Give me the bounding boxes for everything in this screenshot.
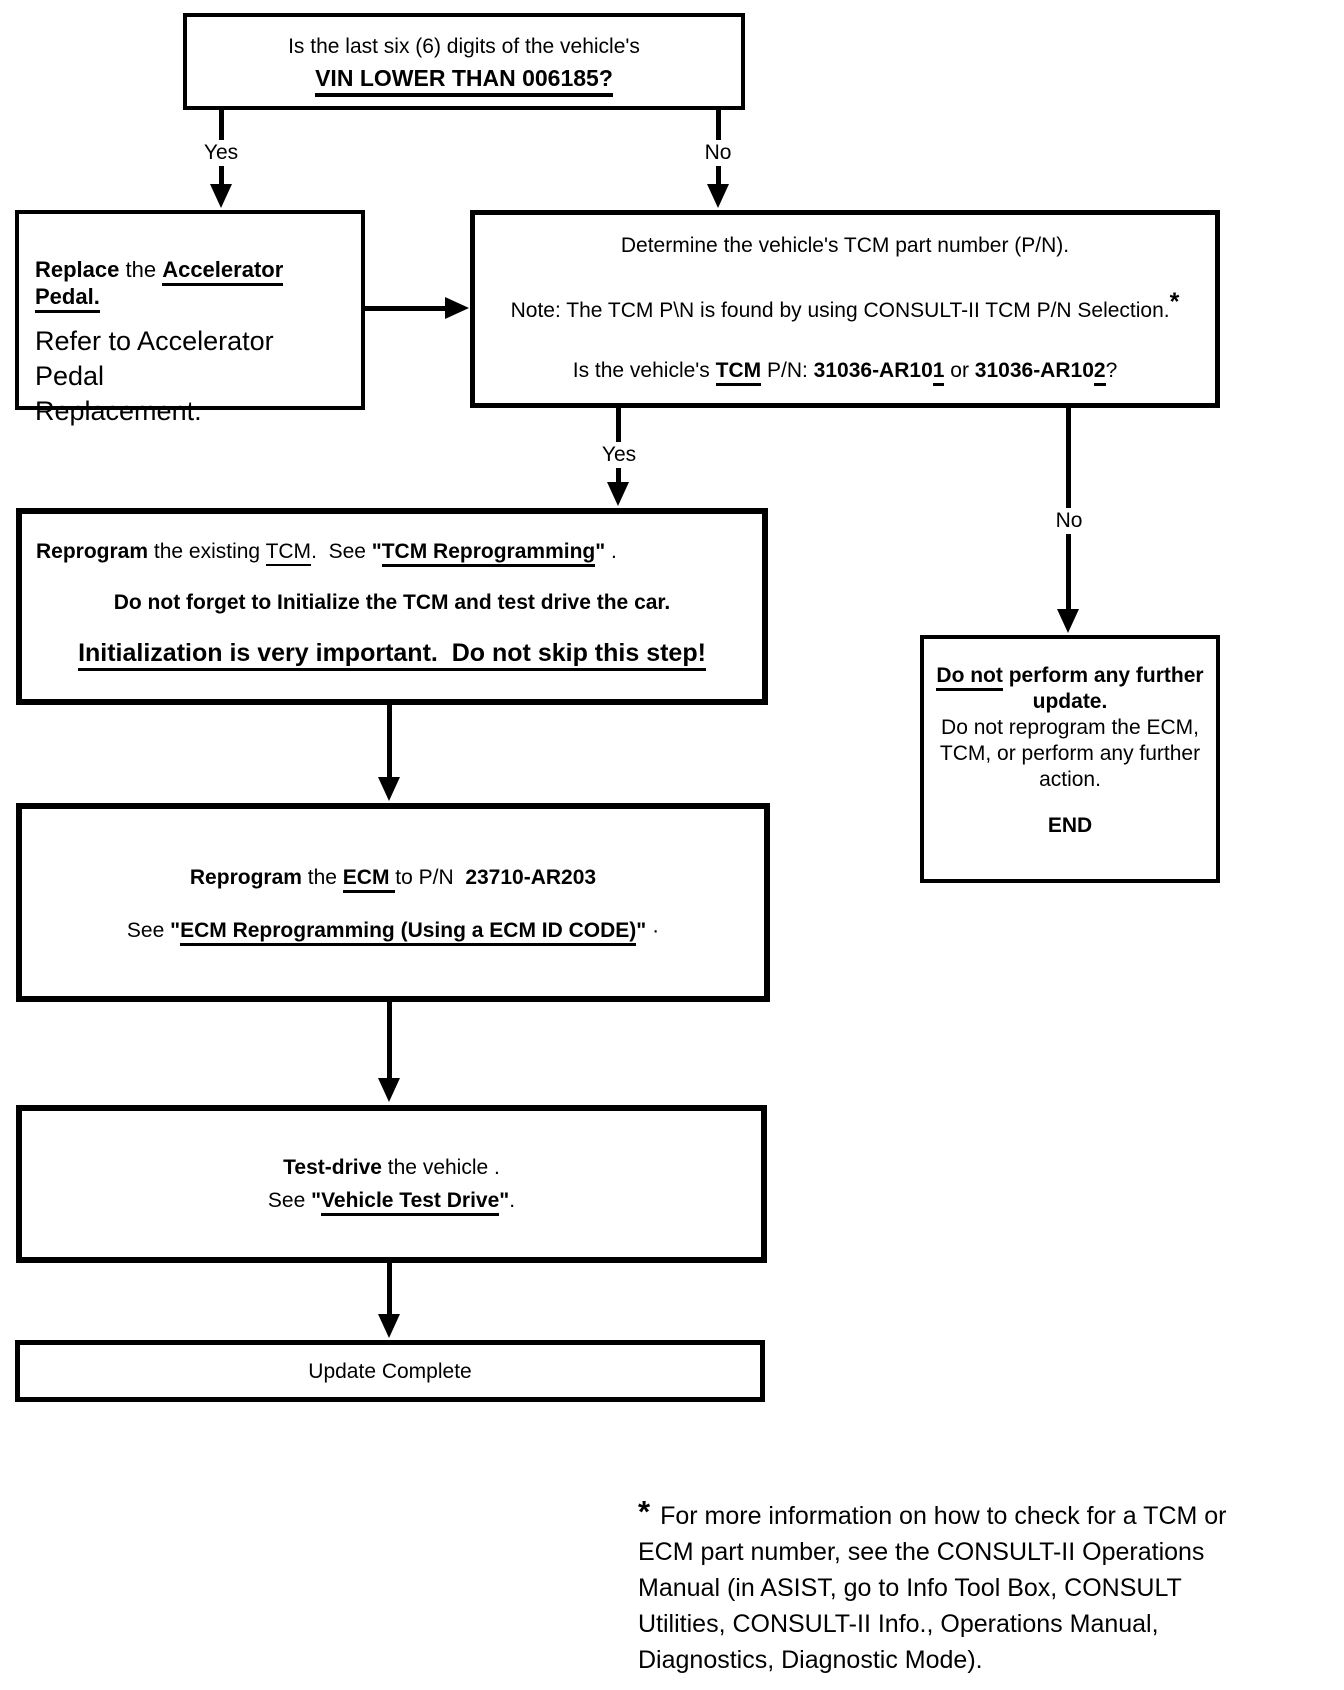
replace-pedal-box: Replace the Accelerator Pedal. Refer to … <box>15 210 365 426</box>
footnote-asterisk: * <box>638 1494 651 1529</box>
testdrive-line2: See "Vehicle Test Drive". <box>22 1188 761 1216</box>
arrowhead-replace-to-determine <box>445 297 469 319</box>
label-yes-2: Yes <box>589 442 649 468</box>
reprogram-ecm-box: Reprogram the ECM to P/N 23710-AR203 See… <box>16 803 770 1002</box>
footnote-line1: *For more information on how to check fo… <box>638 1494 1227 1530</box>
vin-question-box: Is the last six (6) digits of the vehicl… <box>183 13 745 110</box>
footnote-line5: Diagnostics, Diagnostic Mode). <box>638 1646 983 1674</box>
replace-pedal-line1: Replace the Accelerator Pedal. <box>35 256 347 313</box>
reprogram-tcm-box: Reprogram the existing TCM. See "TCM Rep… <box>16 508 768 705</box>
end-line5: action. <box>1039 768 1101 791</box>
end-line3: Do not reprogram the ECM, <box>941 716 1199 739</box>
vin-question-line1: Is the last six (6) digits of the vehicl… <box>288 35 640 58</box>
connector-ecm-to-testdrive <box>387 1002 392 1078</box>
label-no-1: No <box>688 140 748 166</box>
end-line2: update. <box>1032 690 1108 713</box>
ecm-line1: Reprogram the ECM to P/N 23710-AR203 <box>22 865 764 893</box>
footnote-line2: ECM part number, see the CONSULT-II Oper… <box>638 1538 1205 1566</box>
testdrive-line1: Test-drive the vehicle . <box>283 1156 500 1179</box>
footnote-line3: Manual (in ASIST, go to Info Tool Box, C… <box>638 1574 1182 1602</box>
tcm-line2: Do not forget to Initialize the TCM and … <box>113 591 671 614</box>
connector-replace-to-determine <box>365 306 447 311</box>
end-line1: Do not perform any further <box>924 663 1216 691</box>
arrowhead-tcm-to-ecm <box>378 777 400 801</box>
footnote-asterisk-ref: * <box>1169 288 1180 316</box>
update-complete-label: Update Complete <box>308 1360 472 1383</box>
end-line4: TCM, or perform any further <box>939 742 1201 765</box>
arrowhead-testdrive-to-update <box>378 1314 400 1338</box>
replace-pedal-line3: Replacement. <box>35 396 202 426</box>
connector-tcm-to-ecm <box>387 705 392 777</box>
connector-testdrive-to-update <box>387 1263 392 1315</box>
footnote: *For more information on how to check fo… <box>638 1494 1318 1678</box>
end-box: Do not perform any further update. Do no… <box>920 635 1220 883</box>
update-complete-box: Update Complete <box>15 1340 765 1402</box>
test-drive-box: Test-drive the vehicle . See "Vehicle Te… <box>16 1105 767 1263</box>
determine-tcm-box: Determine the vehicle's TCM part number … <box>470 210 1220 408</box>
determine-note: Note: The TCM P\N is found by using CONS… <box>510 288 1180 323</box>
arrowhead-yes-2 <box>607 482 629 506</box>
replace-pedal-line2: Refer to Accelerator Pedal <box>35 326 274 391</box>
ecm-line2: See "ECM Reprogramming (Using a ECM ID C… <box>22 918 764 946</box>
arrowhead-ecm-to-testdrive <box>378 1078 400 1102</box>
end-label: END <box>1047 814 1093 837</box>
tcm-line1: Reprogram the existing TCM. See "TCM Rep… <box>36 539 748 567</box>
arrowhead-yes-1 <box>210 184 232 208</box>
arrowhead-no-1 <box>707 184 729 208</box>
label-yes-1: Yes <box>191 140 251 166</box>
arrowhead-no-2 <box>1057 609 1079 633</box>
determine-question: Is the vehicle's TCM P/N: 31036-AR101 or… <box>475 358 1215 386</box>
determine-line1: Determine the vehicle's TCM part number … <box>620 234 1070 257</box>
vin-question-line2: VIN LOWER THAN 006185? <box>187 65 741 97</box>
label-no-2: No <box>1039 508 1099 534</box>
tcm-line3: Initialization is very important. Do not… <box>36 639 748 671</box>
footnote-line4: Utilities, CONSULT-II Info., Operations … <box>638 1610 1159 1638</box>
